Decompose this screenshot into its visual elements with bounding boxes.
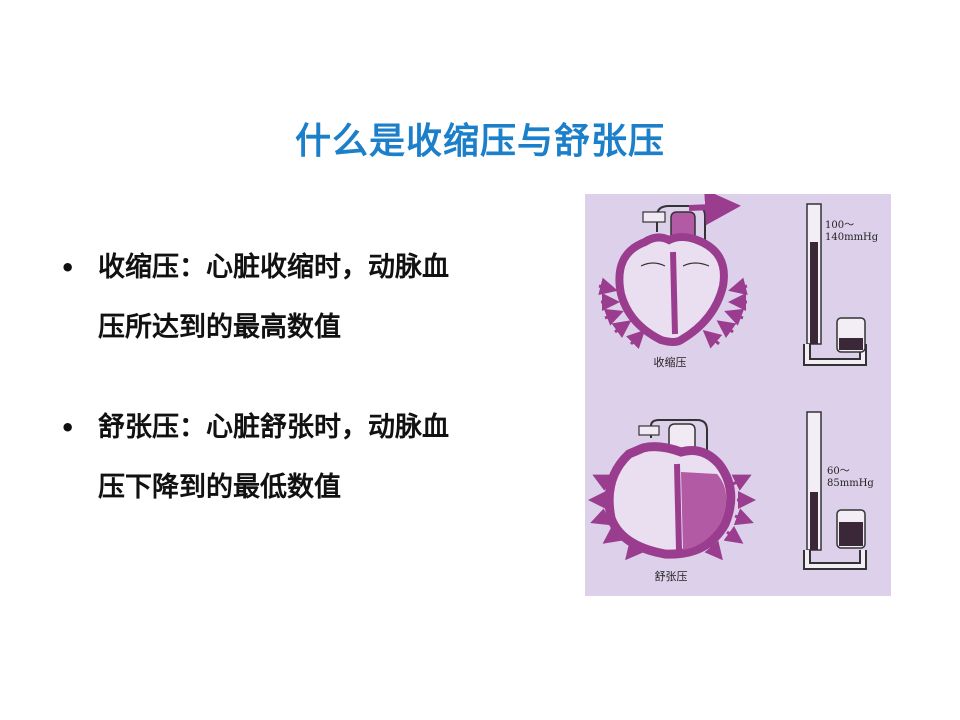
diastole-caption: 舒张压 [655, 569, 688, 583]
diastolic-range-top: 60～ [827, 466, 850, 477]
bullet-systolic: • 收缩压：心脏收缩时，动脉血 压所达到的最高数值 [60, 238, 580, 358]
bullet-diastolic: • 舒张压：心脏舒张时，动脉血 压下降到的最低数值 [60, 398, 580, 518]
bullet-marker: • [60, 414, 76, 442]
bullet-diastolic-line1: 舒张压：心脏舒张时，动脉血 [98, 412, 449, 443]
bullet-marker: • [60, 254, 76, 282]
diastole-heart-icon [604, 419, 736, 559]
diastole-manometer-icon [803, 411, 867, 570]
systole-contraction-arrows [598, 277, 748, 349]
diastolic-range-bottom: 85mmHg [827, 478, 874, 489]
systolic-range-bottom: 140mmHg [825, 232, 879, 243]
bullet-systolic-line2: 压所达到的最高数值 [98, 312, 341, 343]
illustration-svg: 收缩压 100～ 140mmHg [588, 194, 879, 583]
blood-pressure-illustration: 收缩压 100～ 140mmHg [585, 194, 891, 596]
systolic-range-top: 100～ [825, 220, 854, 231]
bullet-systolic-line1: 收缩压：心脏收缩时，动脉血 [98, 252, 449, 283]
diastole-expansion-arrows [588, 474, 756, 561]
bullet-list: • 收缩压：心脏收缩时，动脉血 压所达到的最高数值 • 舒张压：心脏舒张时，动脉… [60, 238, 580, 558]
bullet-diastolic-line2: 压下降到的最低数值 [98, 472, 341, 503]
systole-manometer-icon [803, 203, 867, 366]
systole-heart-icon [615, 194, 741, 346]
slide-title: 什么是收缩压与舒张压 [294, 121, 665, 162]
systole-caption: 收缩压 [654, 355, 687, 369]
